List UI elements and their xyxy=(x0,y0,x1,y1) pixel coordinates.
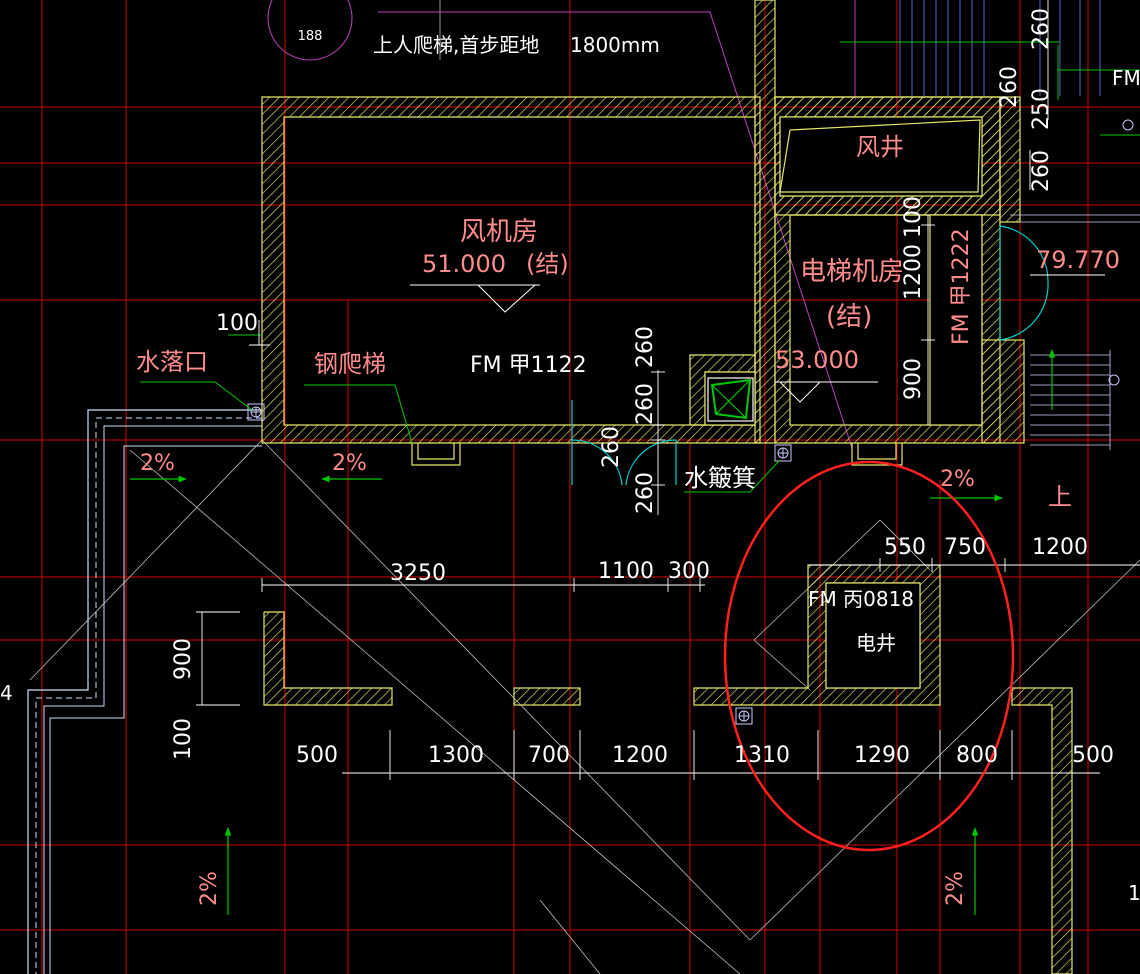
dim-900-elev: 900 xyxy=(901,358,926,400)
elevator-room-name: 电梯机房 xyxy=(800,257,904,287)
up-label: 上 xyxy=(1048,483,1072,511)
fan-room-name: 风机房 xyxy=(460,217,538,247)
leaders xyxy=(140,41,1140,493)
circle-tag: 188 xyxy=(298,29,323,44)
dim-100-top: 100 xyxy=(216,311,258,336)
dim-3250: 3250 xyxy=(390,561,446,586)
fan-room-struct: (结) xyxy=(526,250,569,278)
highlight-ellipse xyxy=(723,460,1015,852)
magenta-lines xyxy=(267,0,856,449)
elevator-room-struct: (结) xyxy=(826,302,872,332)
dim-260-d: 260 xyxy=(633,472,658,514)
dim-900-left: 900 xyxy=(171,638,196,680)
shaft-interior xyxy=(707,119,981,422)
dim-750: 750 xyxy=(944,535,986,560)
dim-250-top: 250 xyxy=(1029,88,1054,130)
dim-1200-bot: 1200 xyxy=(612,743,668,768)
walls xyxy=(261,0,1073,974)
elevation-marks xyxy=(410,274,1105,403)
slope-3: 2% xyxy=(940,467,975,492)
stair-lines xyxy=(899,0,1101,96)
slope-1: 2% xyxy=(140,451,175,476)
dim-1290: 1290 xyxy=(854,743,910,768)
dim-100-left: 100 xyxy=(171,718,196,760)
elevator-room-level: 53.000 xyxy=(775,346,859,374)
dim-260-a: 260 xyxy=(633,326,658,368)
fan-room-level: 51.000 xyxy=(422,250,506,278)
dim-700: 700 xyxy=(528,743,570,768)
slope-2: 2% xyxy=(332,451,367,476)
elevator-room-door: FM 甲1222 xyxy=(949,228,974,345)
steel-ladder-label: 钢爬梯 xyxy=(314,350,386,378)
doors xyxy=(571,225,1049,486)
dim-300: 300 xyxy=(668,559,710,584)
dim-1300: 1300 xyxy=(428,743,484,768)
drain-outlet-label: 水落口 xyxy=(136,348,208,376)
diagonal-guides xyxy=(29,0,1140,974)
dim-260-top2: 260 xyxy=(997,66,1022,108)
steel-ladders xyxy=(411,443,903,466)
dim-500-left: 500 xyxy=(296,743,338,768)
dim-260-top3: 260 xyxy=(1029,150,1054,192)
dim-1200-elev: 1200 xyxy=(901,244,926,300)
dim-550: 550 xyxy=(884,535,926,560)
dim-100-elev: 100 xyxy=(901,196,926,238)
elec-shaft-door: FM 丙0818 xyxy=(808,587,914,611)
ladder-note-dim: 1800mm xyxy=(570,33,660,57)
fm-partial-label: FM xyxy=(1112,66,1140,90)
dim-260-c: 260 xyxy=(599,426,624,468)
right-level: 79.770 xyxy=(1036,246,1120,274)
parapet-outline xyxy=(27,409,262,974)
fan-room-door: FM 甲1122 xyxy=(470,353,587,378)
drain-symbols xyxy=(247,119,1134,725)
dim-500-right: 500 xyxy=(1072,743,1114,768)
dim-1310: 1310 xyxy=(734,743,790,768)
dim-1100: 1100 xyxy=(598,559,654,584)
digit-right: 10 xyxy=(1128,881,1140,905)
slope-arrows xyxy=(130,349,1056,915)
shaft-name: 风井 xyxy=(856,133,904,161)
digit-left: 4 xyxy=(0,681,13,705)
dim-260-top1: 260 xyxy=(1029,8,1054,50)
elec-shaft-name: 电井 xyxy=(856,631,896,655)
dim-260-b: 260 xyxy=(633,383,658,425)
dim-800: 800 xyxy=(956,743,998,768)
ladder-note: 上人爬梯,首步距地 xyxy=(373,33,539,57)
slope-5: 2% xyxy=(943,871,968,906)
dim-1200-top: 1200 xyxy=(1032,535,1088,560)
slope-4: 2% xyxy=(197,871,222,906)
water-grate-label: 水簸箕 xyxy=(684,464,756,492)
right-stair xyxy=(1010,214,1140,450)
dimension-lines xyxy=(196,0,1140,780)
